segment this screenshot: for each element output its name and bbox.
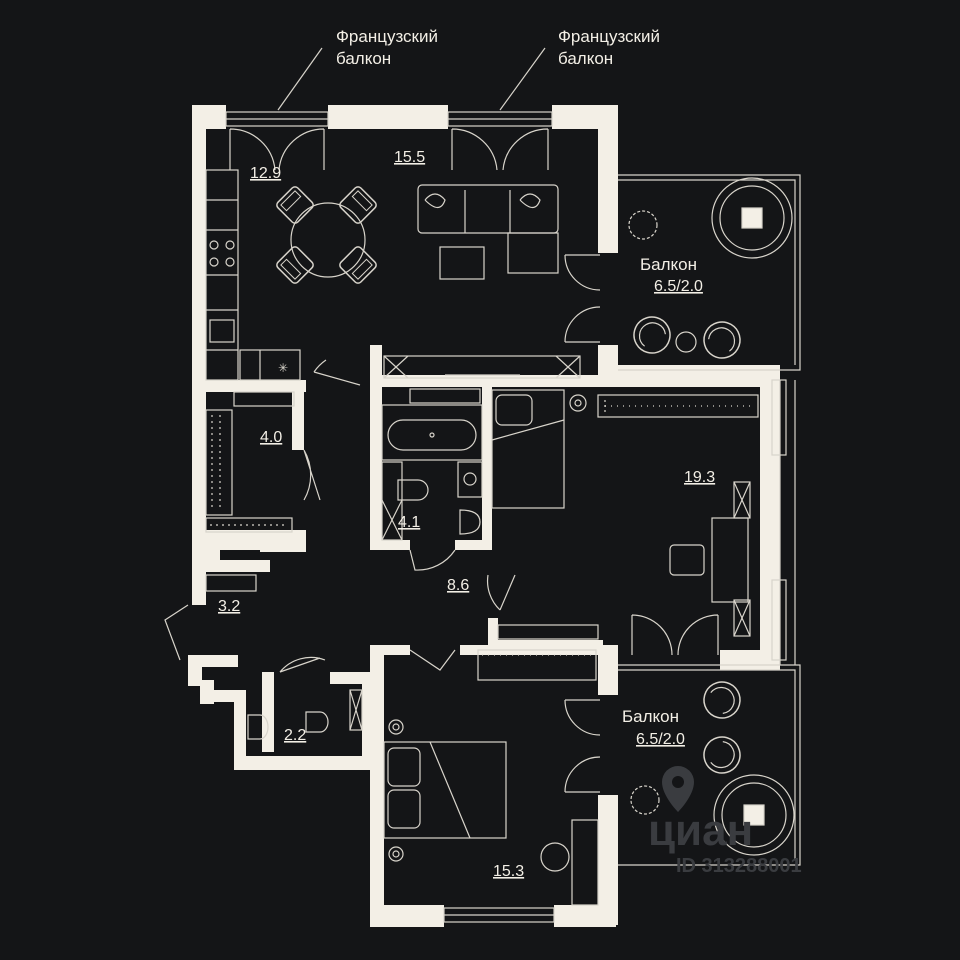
room-entry-area: 3.2 (218, 598, 240, 615)
balcony-top-name: Балкон (640, 255, 697, 274)
watermark: циан ID 313288001 (648, 766, 802, 877)
room-wc-area: 2.2 (284, 727, 306, 744)
walls (188, 105, 780, 927)
callout-2-line1: Французский (558, 27, 660, 46)
balcony-bottom-name: Балкон (622, 707, 679, 726)
living-furniture (383, 184, 581, 379)
watermark-id: ID 313288001 (676, 855, 802, 877)
doors (164, 128, 719, 793)
room-kitchen-area: 12.9 (250, 165, 281, 182)
room-bedroom2-area: 15.3 (493, 863, 524, 880)
bathroom-fixtures (381, 388, 483, 541)
callout-1-line1: Французский (336, 27, 438, 46)
room-living-area: 15.5 (394, 149, 425, 166)
bedroom2-furniture (383, 649, 599, 906)
room-hall-area: 8.6 (447, 577, 469, 594)
balcony-top-area: 6.5/2.0 (654, 278, 703, 295)
balcony-bottom-furniture (630, 674, 795, 856)
room-bedroom1-area: 19.3 (684, 469, 715, 486)
kitchen-fixtures: ✳ (205, 169, 379, 381)
windows (225, 47, 801, 923)
wc-fixtures (247, 689, 363, 740)
callout-2-line2: балкон (558, 49, 613, 68)
map-pin-icon (662, 766, 694, 812)
room-bath-area: 4.1 (398, 514, 420, 531)
closet-fixtures (205, 391, 295, 592)
watermark-brand: циан (648, 806, 753, 855)
room-closet-area: 4.0 (260, 429, 282, 446)
bedroom1-furniture (491, 389, 759, 640)
balcony-bottom-area: 6.5/2.0 (636, 731, 685, 748)
balcony-top-furniture (626, 177, 793, 366)
svg-text:✳: ✳ (278, 361, 288, 375)
callout-1-line2: балкон (336, 49, 391, 68)
